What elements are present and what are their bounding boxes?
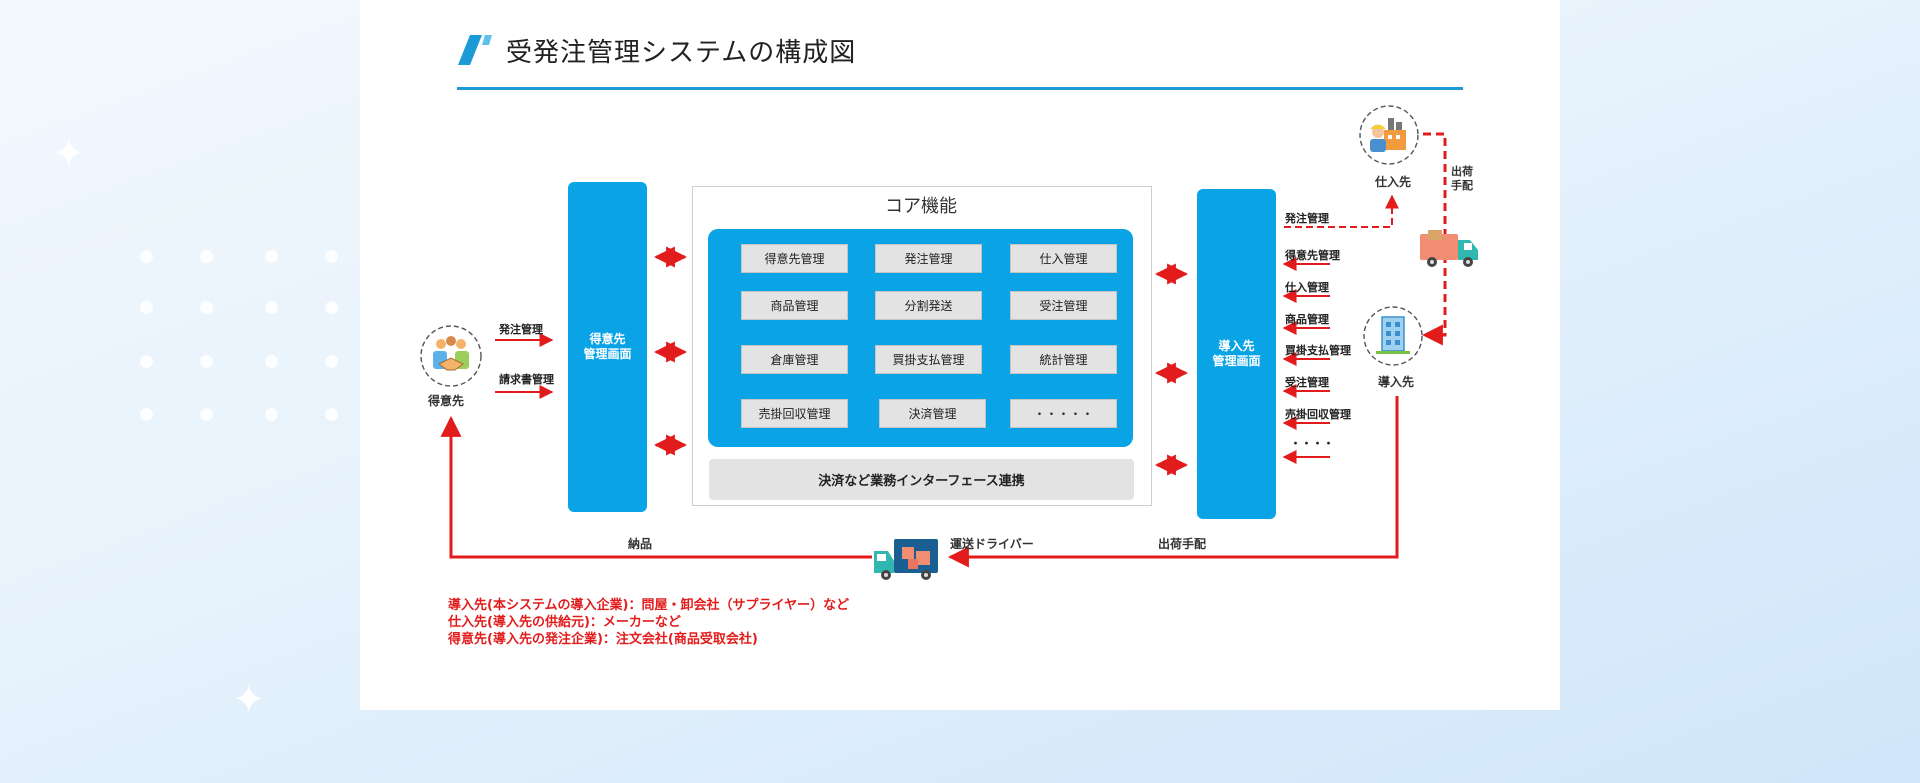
bg-dot	[140, 408, 153, 421]
arrow-to-supplier	[1284, 194, 1399, 228]
function-item: 受注管理	[1010, 291, 1117, 320]
list-item: ・・・・	[1290, 437, 1334, 450]
customer-admin-panel: 得意先管理画面	[568, 182, 647, 512]
bg-dot	[140, 250, 153, 263]
sparkle-icon: ✦	[52, 131, 86, 177]
arrow-label-order: 発注管理	[499, 323, 543, 336]
delivery-truck-icon	[1420, 230, 1478, 267]
function-item: ・・・・・	[1010, 399, 1117, 428]
bg-dot	[325, 355, 338, 368]
function-item: 倉庫管理	[741, 345, 848, 374]
bg-dot	[325, 408, 338, 421]
note-line: 得意先(導入先の発注企業)：注文会社(商品受取会社)	[448, 632, 758, 647]
title-logo-icon	[458, 33, 492, 67]
ship-arrange-label: 出荷手配	[1451, 165, 1473, 193]
list-item: 商品管理	[1285, 313, 1329, 326]
bg-dot	[265, 355, 278, 368]
ship-arrange-bottom-label: 出荷手配	[1158, 537, 1207, 551]
note-line: 導入先(本システムの導入企業)：問屋・卸会社（サプライヤー）など	[448, 598, 850, 613]
interface-bar: 決済など業務インターフェース連携	[709, 459, 1134, 500]
bg-dot	[325, 250, 338, 263]
function-item: 買掛支払管理	[875, 345, 982, 374]
title-underline	[457, 87, 1463, 90]
company-building-icon	[1363, 306, 1423, 366]
driver-truck-icon	[874, 539, 938, 580]
sparkle-icon: ✦	[232, 677, 266, 723]
panel-label: 管理画面	[583, 347, 632, 361]
list-item: 受注管理	[1285, 376, 1329, 389]
panel-label: 得意先	[589, 332, 626, 346]
list-item: 売掛回収管理	[1285, 408, 1351, 421]
supplier-label: 仕入先	[1375, 175, 1412, 189]
list-item: 発注管理	[1285, 212, 1329, 225]
function-item: 商品管理	[741, 291, 848, 320]
delivery-label: 納品	[628, 537, 653, 551]
bg-dot	[265, 250, 278, 263]
function-item: 統計管理	[1010, 345, 1117, 374]
function-item: 決済管理	[879, 399, 986, 428]
list-item: 買掛支払管理	[1285, 344, 1351, 357]
bg-dot	[325, 301, 338, 314]
arrow-label-invoice: 請求書管理	[499, 373, 554, 386]
function-item: 発注管理	[875, 244, 982, 273]
driver-label: 運送ドライバー	[950, 537, 1034, 551]
bg-dot	[200, 355, 213, 368]
note-line: 仕入先(導入先の供給元)：メーカーなど	[448, 615, 681, 630]
panel-label: 管理画面	[1212, 354, 1261, 368]
list-item: 得意先管理	[1285, 249, 1340, 262]
function-item: 売掛回収管理	[741, 399, 848, 428]
bg-dot	[140, 355, 153, 368]
bg-dot	[140, 301, 153, 314]
bg-dot	[200, 250, 213, 263]
function-item: 仕入管理	[1010, 244, 1117, 273]
bg-dot	[265, 301, 278, 314]
diagram-card: 受発注管理システムの構成図	[360, 0, 1560, 710]
label-line: 出荷	[1451, 165, 1473, 178]
panel-label: 導入先	[1218, 339, 1255, 353]
function-item: 分割発送	[875, 291, 982, 320]
core-title: コア機能	[885, 196, 957, 217]
label-line: 手配	[1451, 179, 1473, 192]
supplier-factory-icon	[1359, 105, 1419, 165]
bg-dot	[200, 408, 213, 421]
customer-label: 得意先	[428, 394, 465, 408]
bg-dot	[265, 408, 278, 421]
customer-handshake-icon	[420, 325, 482, 387]
arrow-deliver	[440, 415, 872, 559]
company-label: 導入先	[1378, 375, 1415, 389]
arrow-ship	[947, 396, 1399, 568]
company-admin-panel: 導入先管理画面	[1197, 189, 1276, 519]
title-bar: 受発注管理システムの構成図	[458, 30, 856, 70]
function-item: 得意先管理	[741, 244, 848, 273]
list-item: 仕入管理	[1285, 281, 1329, 294]
page-title: 受発注管理システムの構成図	[506, 37, 857, 68]
bg-dot	[200, 301, 213, 314]
